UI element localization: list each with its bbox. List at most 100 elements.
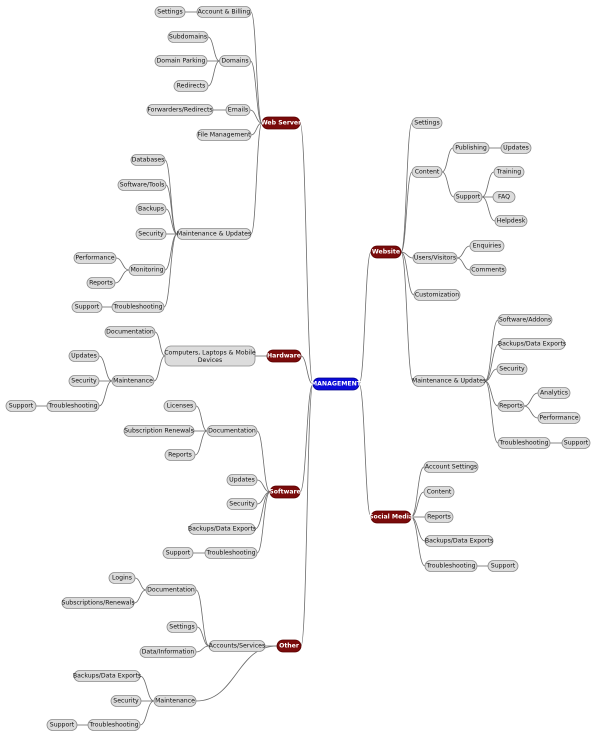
node-security[interactable]: Security [68,375,100,387]
node-reports[interactable]: Reports [424,511,454,523]
node-security[interactable]: Security [135,228,167,240]
node-settings[interactable]: Settings [154,6,186,18]
edge-wb_cust [400,251,415,296]
node-reports[interactable]: Reports [164,449,196,461]
node-troubleshooting[interactable]: Troubleshooting [87,719,141,731]
node-performance[interactable]: Performance [537,412,581,424]
node-users-visitors[interactable]: Users/Visitors [412,252,458,264]
node-reports[interactable]: Reports [86,277,116,289]
node-emails[interactable]: Emails [225,104,251,116]
node-redirects[interactable]: Redirects [173,80,209,92]
node-comments[interactable]: Comments [469,264,507,276]
node-pill [166,621,198,633]
node-software[interactable]: Software [269,485,301,499]
node-backups[interactable]: Backups [135,203,167,215]
node-customization[interactable]: Customization [413,289,461,301]
node-hardware[interactable]: Hardware [266,349,302,363]
node-pill [226,474,258,486]
edge-ot_doc_sub [133,589,147,604]
edge-sm_acct [410,466,425,518]
node-maintenance[interactable]: Maintenance [111,375,155,387]
edge-hw_doc [154,331,166,357]
node-software-tools[interactable]: Software/Tools [117,179,167,191]
node-settings[interactable]: Settings [411,117,443,129]
node-pill [424,535,494,547]
node-website[interactable]: Website [370,245,402,259]
node-helpdesk[interactable]: Helpdesk [494,215,528,227]
node-forwarders-redirects[interactable]: Forwarders/Redirects [146,104,214,116]
node-troubleshooting[interactable]: Troubleshooting [424,560,478,572]
node-support[interactable]: Support [71,301,103,313]
node-domains[interactable]: Domains [219,55,251,67]
node-support[interactable]: Support [487,560,519,572]
node-support[interactable]: Support [5,400,37,412]
node-backups-data-exports[interactable]: Backups/Data Exports [73,670,141,682]
node-pill [123,425,195,437]
node-documentation[interactable]: Documentation [206,425,258,437]
node-training[interactable]: Training [493,166,525,178]
node-performance[interactable]: Performance [73,252,117,264]
node-software-addons[interactable]: Software/Addons [497,314,553,326]
node-backups-data-exports[interactable]: Backups/Data Exports [188,523,256,535]
node-monitoring[interactable]: Monitoring [128,264,166,276]
node-file-management[interactable]: File Management [196,129,252,141]
node-accounts-services[interactable]: Accounts/Services [208,640,266,652]
node-subscriptions-renewals[interactable]: Subscriptions/Renewals [61,597,135,609]
node-documentation[interactable]: Documentation [145,584,197,596]
node-pill [370,245,402,259]
node-pill [153,695,197,707]
node-databases[interactable]: Databases [130,154,166,166]
node-backups-data-exports[interactable]: Backups/Data Exports [498,338,566,350]
node-subdomains[interactable]: Subdomains [167,31,209,43]
node-pill [145,584,197,596]
node-licenses[interactable]: Licenses [163,400,197,412]
node-content[interactable]: Content [423,486,455,498]
node-analytics[interactable]: Analytics [537,387,571,399]
node-content[interactable]: Content [411,166,443,178]
node-pill [266,349,302,363]
node-account-settings[interactable]: Account Settings [423,461,479,473]
node-account-and-billing[interactable]: Account & Billing [196,6,252,18]
node-support[interactable]: Support [162,547,194,559]
node-domain-parking[interactable]: Domain Parking [154,55,208,67]
node-pill [561,437,591,449]
node-maintenance[interactable]: Maintenance [153,695,197,707]
node-troubleshooting[interactable]: Troubleshooting [497,437,551,449]
node-other[interactable]: Other [276,639,302,653]
node-updates[interactable]: Updates [68,350,100,362]
node-subscription-renewals[interactable]: Subscription Renewals [123,425,195,437]
node-faq[interactable]: FAQ [492,191,516,203]
node-security[interactable]: Security [110,695,142,707]
edge-wb_mu [400,251,414,382]
node-enquiries[interactable]: Enquiries [469,240,505,252]
node-documentation[interactable]: Documentation [104,326,156,338]
edge-wb_pub [441,147,454,173]
node-maintenance-and-updates[interactable]: Maintenance & Updates [176,228,252,240]
edge-sm_ts [410,516,426,567]
node-social-media[interactable]: Social Media [369,510,413,524]
node-security[interactable]: Security [226,498,258,510]
node-reports[interactable]: Reports [497,400,525,412]
edge-wb_mu_ts [484,380,499,444]
node-pill [73,670,141,682]
node-security[interactable]: Security [496,363,528,375]
node-maintenance-and-updates[interactable]: Maintenance & Updates [412,375,486,387]
node-data-information[interactable]: Data/Information [139,646,197,658]
node-troubleshooting[interactable]: Troubleshooting [111,301,165,313]
edge-hw_m_ts [98,380,113,407]
node-management[interactable]: MANAGEMENT [311,377,362,391]
node-support[interactable]: Support [561,437,591,449]
node-troubleshooting[interactable]: Troubleshooting [204,547,258,559]
node-updates[interactable]: Updates [500,142,532,154]
node-updates[interactable]: Updates [226,474,258,486]
node-troubleshooting[interactable]: Troubleshooting [46,400,100,412]
node-support[interactable]: Support [453,191,483,203]
node-settings[interactable]: Settings [166,621,198,633]
node-web-server[interactable]: Web Server [261,116,302,130]
node-backups-data-exports[interactable]: Backups/Data Exports [424,535,494,547]
node-logins[interactable]: Logins [108,572,136,584]
node-support[interactable]: Support [46,719,78,731]
node-publishing[interactable]: Publishing [452,142,490,154]
